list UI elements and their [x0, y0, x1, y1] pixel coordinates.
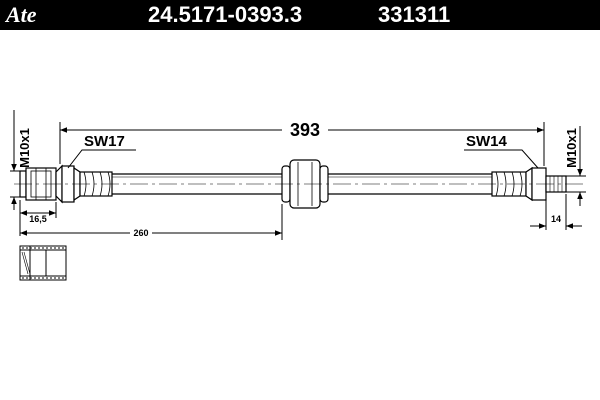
part-number: 24.5171-0393.3 [148, 2, 303, 27]
left-fitting-length-dimension [19, 200, 57, 236]
left-thread-dimension [10, 110, 20, 210]
right-thread-dimension [566, 126, 586, 206]
center-position-label-bg [130, 227, 152, 237]
right-fitting-length-dimension [530, 194, 582, 230]
ate-logo: Ate [6, 2, 37, 27]
reference-number: 331311 [378, 2, 451, 27]
center-position-label: 260 [133, 228, 148, 238]
wrench-size-leaders [67, 149, 539, 169]
right-fitting-length-label: 14 [551, 214, 561, 224]
hose-body [112, 173, 492, 195]
left-wrench-size-label: SW17 [84, 133, 125, 150]
overall-length-label-bg [282, 118, 328, 140]
title-bar: Ate 24.5171-0393.3 331311 [0, 0, 600, 30]
left-fitting-length-label: 16,5 [29, 214, 47, 224]
right-wrench-size-label: SW14 [466, 133, 508, 150]
right-thread-label: M10x1 [564, 128, 579, 168]
fitting-section-detail [19, 245, 67, 281]
overall-length-label: 393 [290, 120, 320, 140]
left-thread-label: M10x1 [17, 128, 32, 168]
